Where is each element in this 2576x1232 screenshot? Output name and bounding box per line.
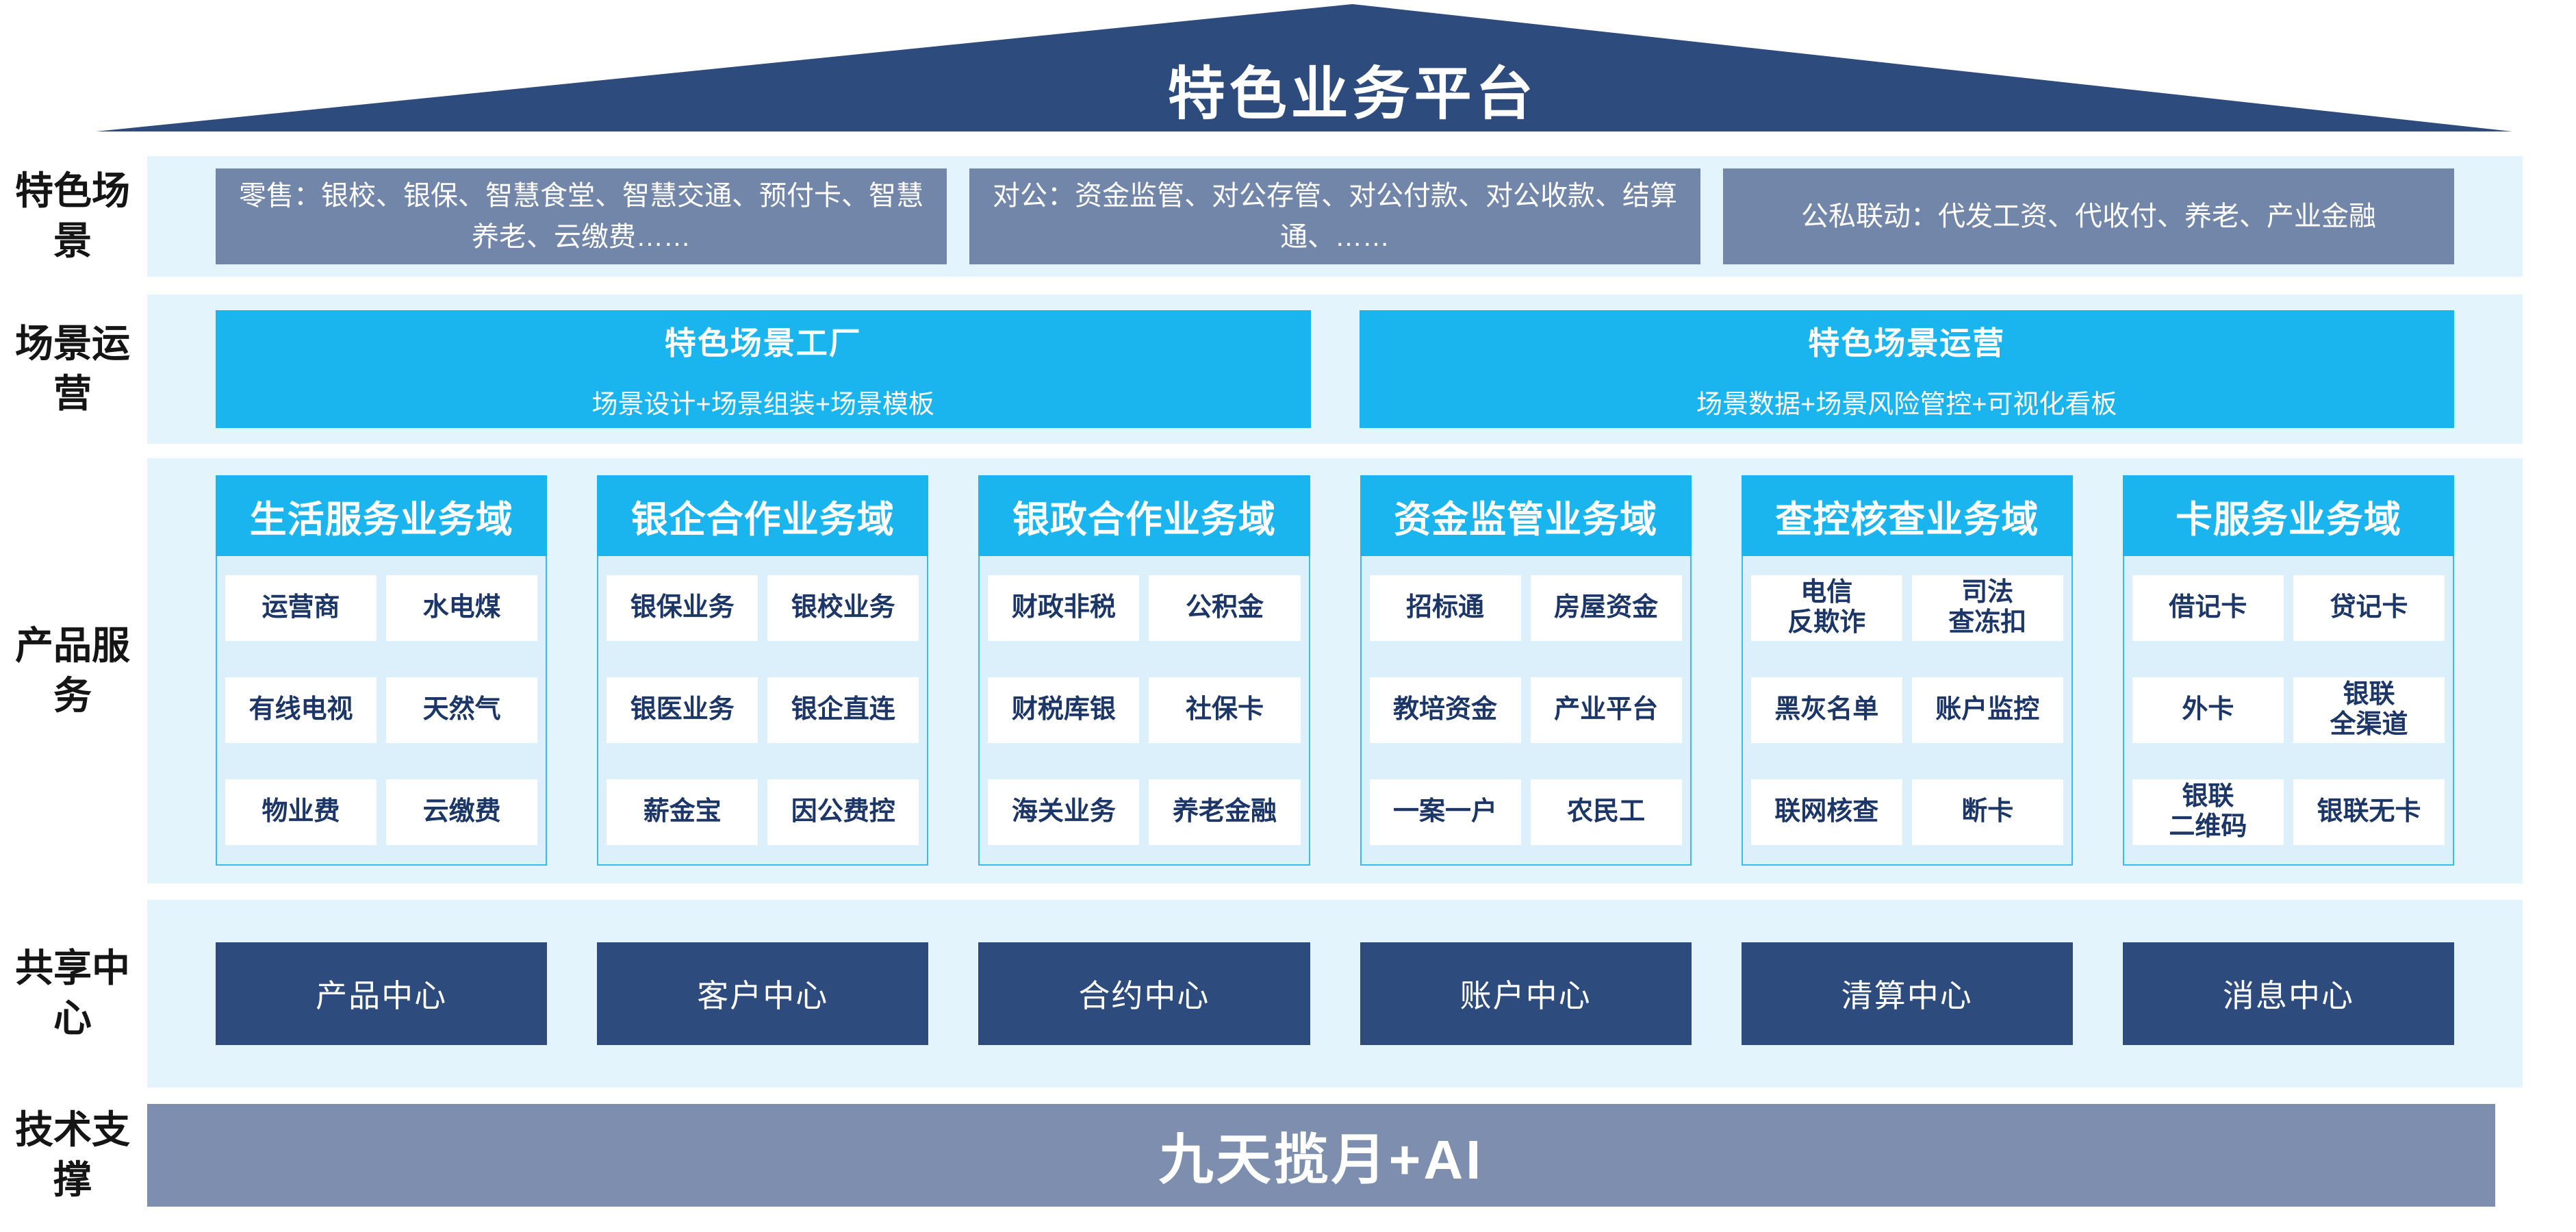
domain-item: 天然气 bbox=[386, 677, 538, 743]
domain-item: 联网核查 bbox=[1750, 779, 1902, 845]
domain-item: 银联 全渠道 bbox=[2293, 677, 2445, 743]
domain-body: 电信 反欺诈 司法 查冻扣 黑灰名单 账户监控 联网核查 断卡 bbox=[1741, 556, 2073, 866]
domain-item: 贷记卡 bbox=[2293, 575, 2445, 641]
domain-inquiry-verification: 查控核查业务域 电信 反欺诈 司法 查冻扣 黑灰名单 账户监控 联网核查 断卡 bbox=[1741, 475, 2073, 866]
domain-body: 招标通 房屋资金 教培资金 产业平台 一案一户 农民工 bbox=[1360, 556, 1692, 866]
domain-item: 物业费 bbox=[225, 779, 377, 845]
row-label-shared: 共享中心 bbox=[15, 946, 130, 1040]
domain-item: 银企直连 bbox=[767, 677, 919, 743]
domain-bank-enterprise: 银企合作业务域 银保业务 银校业务 银医业务 银企直连 薪金宝 因公费控 bbox=[597, 475, 929, 866]
domain-header: 卡服务业务域 bbox=[2122, 475, 2455, 556]
domain-item: 薪金宝 bbox=[607, 779, 758, 845]
roof-banner: 特色业务平台 bbox=[96, 4, 2512, 131]
band-featured-scenes: 零售：银校、银保、智慧食堂、智慧交通、预付卡、智慧养老、云缴费…… 对公：资金监… bbox=[147, 156, 2523, 277]
row-label-scenes: 特色场景 bbox=[15, 169, 130, 262]
op-box-subtitle: 场景数据+场景风险管控+可视化看板 bbox=[1696, 390, 2117, 419]
domain-card-services: 卡服务业务域 借记卡 贷记卡 外卡 银联 全渠道 银联 二维码 银联无卡 bbox=[2122, 475, 2455, 866]
domain-header: 银政合作业务域 bbox=[978, 475, 1310, 556]
scene-box-public-private: 公私联动：代发工资、代收付、养老、产业金融 bbox=[1723, 168, 2454, 264]
op-box-scene-operation: 特色场景运营 场景数据+场景风险管控+可视化看板 bbox=[1359, 310, 2454, 428]
domain-header: 银企合作业务域 bbox=[597, 475, 929, 556]
domain-body: 借记卡 贷记卡 外卡 银联 全渠道 银联 二维码 银联无卡 bbox=[2122, 556, 2455, 866]
domain-item: 银校业务 bbox=[767, 575, 919, 641]
domain-item: 房屋资金 bbox=[1530, 575, 1682, 641]
op-box-title: 特色场景工厂 bbox=[664, 325, 862, 361]
op-box-title: 特色场景运营 bbox=[1808, 325, 2006, 361]
scene-box-corporate: 对公：资金监管、对公存管、对公付款、对公收款、结算通、…… bbox=[969, 168, 1700, 264]
domain-item: 财税库银 bbox=[988, 677, 1140, 743]
domain-life-services: 生活服务业务域 运营商 水电煤 有线电视 天然气 物业费 云缴费 bbox=[216, 475, 548, 866]
domain-item: 云缴费 bbox=[386, 779, 538, 845]
domain-body: 运营商 水电煤 有线电视 天然气 物业费 云缴费 bbox=[216, 556, 548, 866]
domain-item: 海关业务 bbox=[988, 779, 1140, 845]
domain-item: 教培资金 bbox=[1369, 677, 1521, 743]
center-box-message: 消息中心 bbox=[2122, 942, 2455, 1045]
tech-support-bar: 九天揽月+AI bbox=[147, 1104, 2495, 1207]
domain-body: 银保业务 银校业务 银医业务 银企直连 薪金宝 因公费控 bbox=[597, 556, 929, 866]
domain-bank-government: 银政合作业务域 财政非税 公积金 财税库银 社保卡 海关业务 养老金融 bbox=[978, 475, 1310, 866]
center-box-customer: 客户中心 bbox=[597, 942, 929, 1045]
domain-header: 查控核查业务域 bbox=[1741, 475, 2073, 556]
domain-item: 社保卡 bbox=[1149, 677, 1301, 743]
domain-item: 断卡 bbox=[1911, 779, 2063, 845]
row-label-tech: 技术支撑 bbox=[15, 1108, 130, 1201]
domain-item: 产业平台 bbox=[1530, 677, 1682, 743]
domain-item: 银保业务 bbox=[607, 575, 758, 641]
domain-fund-supervision: 资金监管业务域 招标通 房屋资金 教培资金 产业平台 一案一户 农民工 bbox=[1360, 475, 1692, 866]
domain-body: 财政非税 公积金 财税库银 社保卡 海关业务 养老金融 bbox=[978, 556, 1310, 866]
domain-item: 账户监控 bbox=[1911, 677, 2063, 743]
op-box-subtitle: 场景设计+场景组装+场景模板 bbox=[591, 390, 934, 419]
center-box-product: 产品中心 bbox=[216, 942, 548, 1045]
row-label-products: 产品服务 bbox=[15, 623, 130, 717]
domain-item: 因公费控 bbox=[767, 779, 919, 845]
domain-item: 银联 二维码 bbox=[2132, 779, 2284, 845]
domain-item: 借记卡 bbox=[2132, 575, 2284, 641]
domain-item: 银医业务 bbox=[607, 677, 758, 743]
domain-item: 有线电视 bbox=[225, 677, 377, 743]
domain-item: 黑灰名单 bbox=[1750, 677, 1902, 743]
domain-item: 水电煤 bbox=[386, 575, 538, 641]
band-scene-operation: 特色场景工厂 场景设计+场景组装+场景模板 特色场景运营 场景数据+场景风险管控… bbox=[147, 294, 2523, 444]
domain-item: 招标通 bbox=[1369, 575, 1521, 641]
domain-item: 财政非税 bbox=[988, 575, 1140, 641]
domain-item: 司法 查冻扣 bbox=[1911, 575, 2063, 641]
domain-item: 养老金融 bbox=[1149, 779, 1301, 845]
band-product-services: 生活服务业务域 运营商 水电煤 有线电视 天然气 物业费 云缴费 银企合作业务域… bbox=[147, 458, 2523, 883]
domain-item: 农民工 bbox=[1530, 779, 1682, 845]
domain-item: 一案一户 bbox=[1369, 779, 1521, 845]
scene-box-retail: 零售：银校、银保、智慧食堂、智慧交通、预付卡、智慧养老、云缴费…… bbox=[216, 168, 947, 264]
domain-item: 电信 反欺诈 bbox=[1750, 575, 1902, 641]
domain-item: 公积金 bbox=[1149, 575, 1301, 641]
domain-item: 运营商 bbox=[225, 575, 377, 641]
page-title: 特色业务平台 bbox=[1167, 61, 1538, 126]
center-box-contract: 合约中心 bbox=[978, 942, 1310, 1045]
center-box-clearing: 清算中心 bbox=[1741, 942, 2073, 1045]
band-shared-centers: 产品中心 客户中心 合约中心 账户中心 清算中心 消息中心 bbox=[147, 900, 2523, 1088]
domain-item: 外卡 bbox=[2132, 677, 2284, 743]
op-box-scene-factory: 特色场景工厂 场景设计+场景组装+场景模板 bbox=[216, 310, 1311, 428]
center-box-account: 账户中心 bbox=[1360, 942, 1692, 1045]
domain-header: 资金监管业务域 bbox=[1360, 475, 1692, 556]
row-label-operation: 场景运营 bbox=[15, 322, 130, 415]
domain-header: 生活服务业务域 bbox=[216, 475, 548, 556]
domain-item: 银联无卡 bbox=[2293, 779, 2445, 845]
